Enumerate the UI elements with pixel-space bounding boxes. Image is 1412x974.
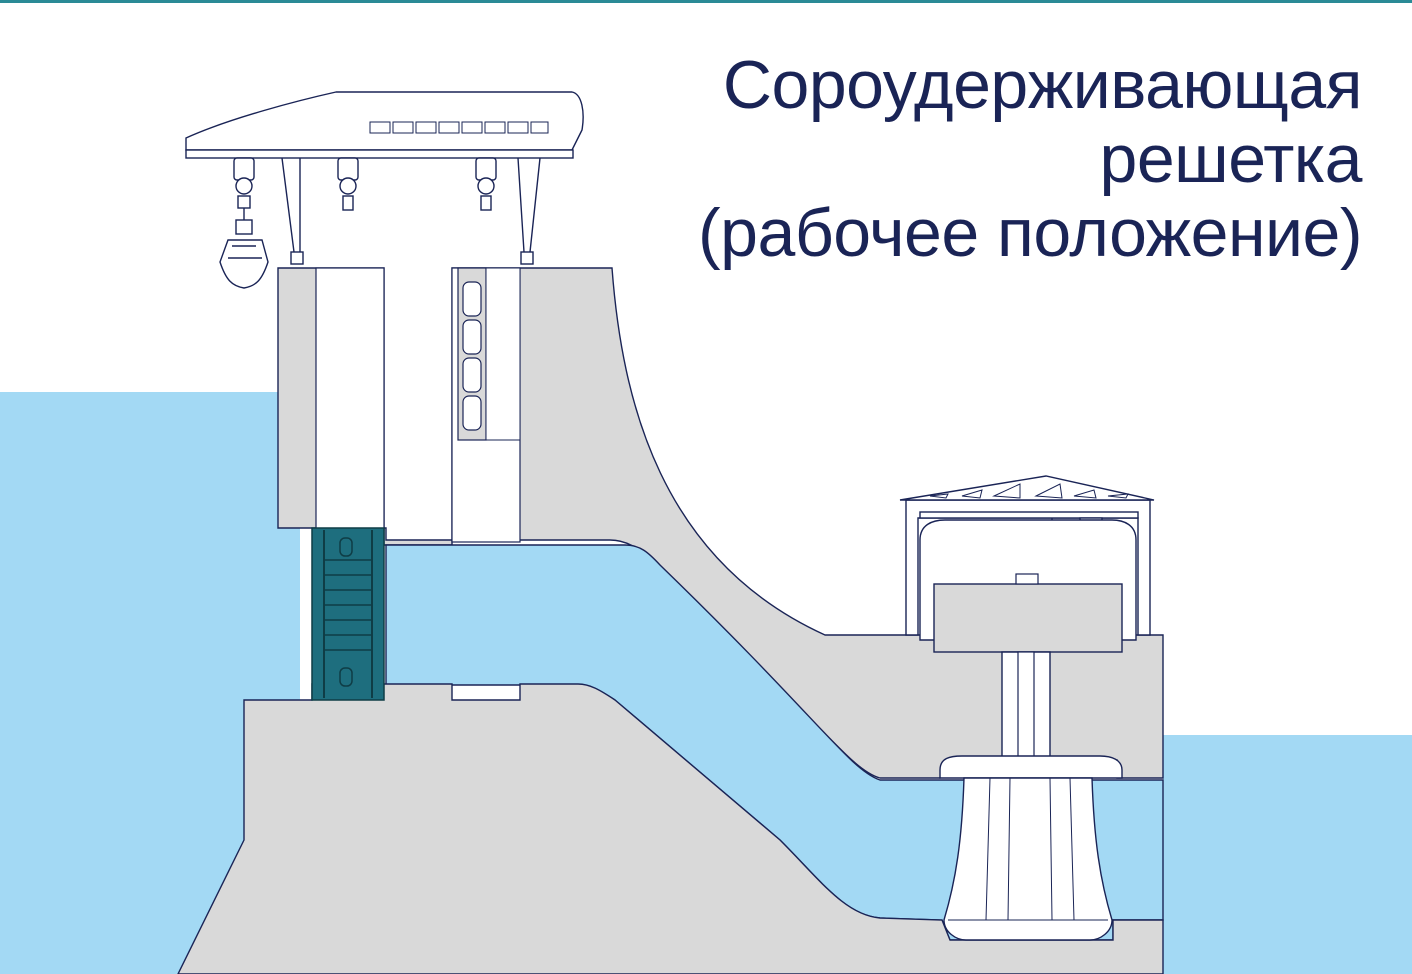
draft-tube <box>943 777 1113 941</box>
tailrace-water <box>1163 735 1412 974</box>
gate-panel-3 <box>462 357 482 393</box>
hoist-2 <box>337 157 359 211</box>
crane-cab-windows <box>369 121 549 134</box>
grab-bucket <box>219 208 269 289</box>
intake-shaft <box>315 267 385 531</box>
gate-panel-2 <box>462 319 482 355</box>
frame-top-line <box>0 0 1412 3</box>
generator <box>933 583 1123 653</box>
title-line-2: решетка <box>1099 121 1363 197</box>
gantry-leg-right <box>517 157 541 253</box>
trash-rack-lug-top <box>339 537 353 557</box>
turbine-spiral-case <box>939 755 1123 779</box>
title-line-3: (рабочее положение) <box>698 195 1362 271</box>
diagram-title: Сороудерживающая решетка (рабочее положе… <box>698 48 1362 270</box>
draft-tube-vanes <box>985 777 1075 921</box>
gate-panel-1 <box>462 281 482 317</box>
turbine-shaft <box>1017 651 1035 761</box>
gate-panel-4 <box>462 395 482 431</box>
gantry-crane-beam <box>185 91 584 151</box>
trash-rack <box>311 527 385 701</box>
hoist-3 <box>475 157 497 211</box>
gate-guide <box>485 267 521 441</box>
trash-rack-lug-bottom <box>339 667 353 687</box>
hoist-1 <box>233 157 255 209</box>
gantry-leg-left <box>281 157 301 253</box>
generator-exciter <box>1015 573 1039 585</box>
gate <box>457 267 521 441</box>
turbine <box>939 755 1123 941</box>
title-line-1: Сороудерживающая <box>722 47 1363 123</box>
powerhouse-crane-rail <box>919 511 1139 519</box>
gantry-crane <box>185 91 584 289</box>
